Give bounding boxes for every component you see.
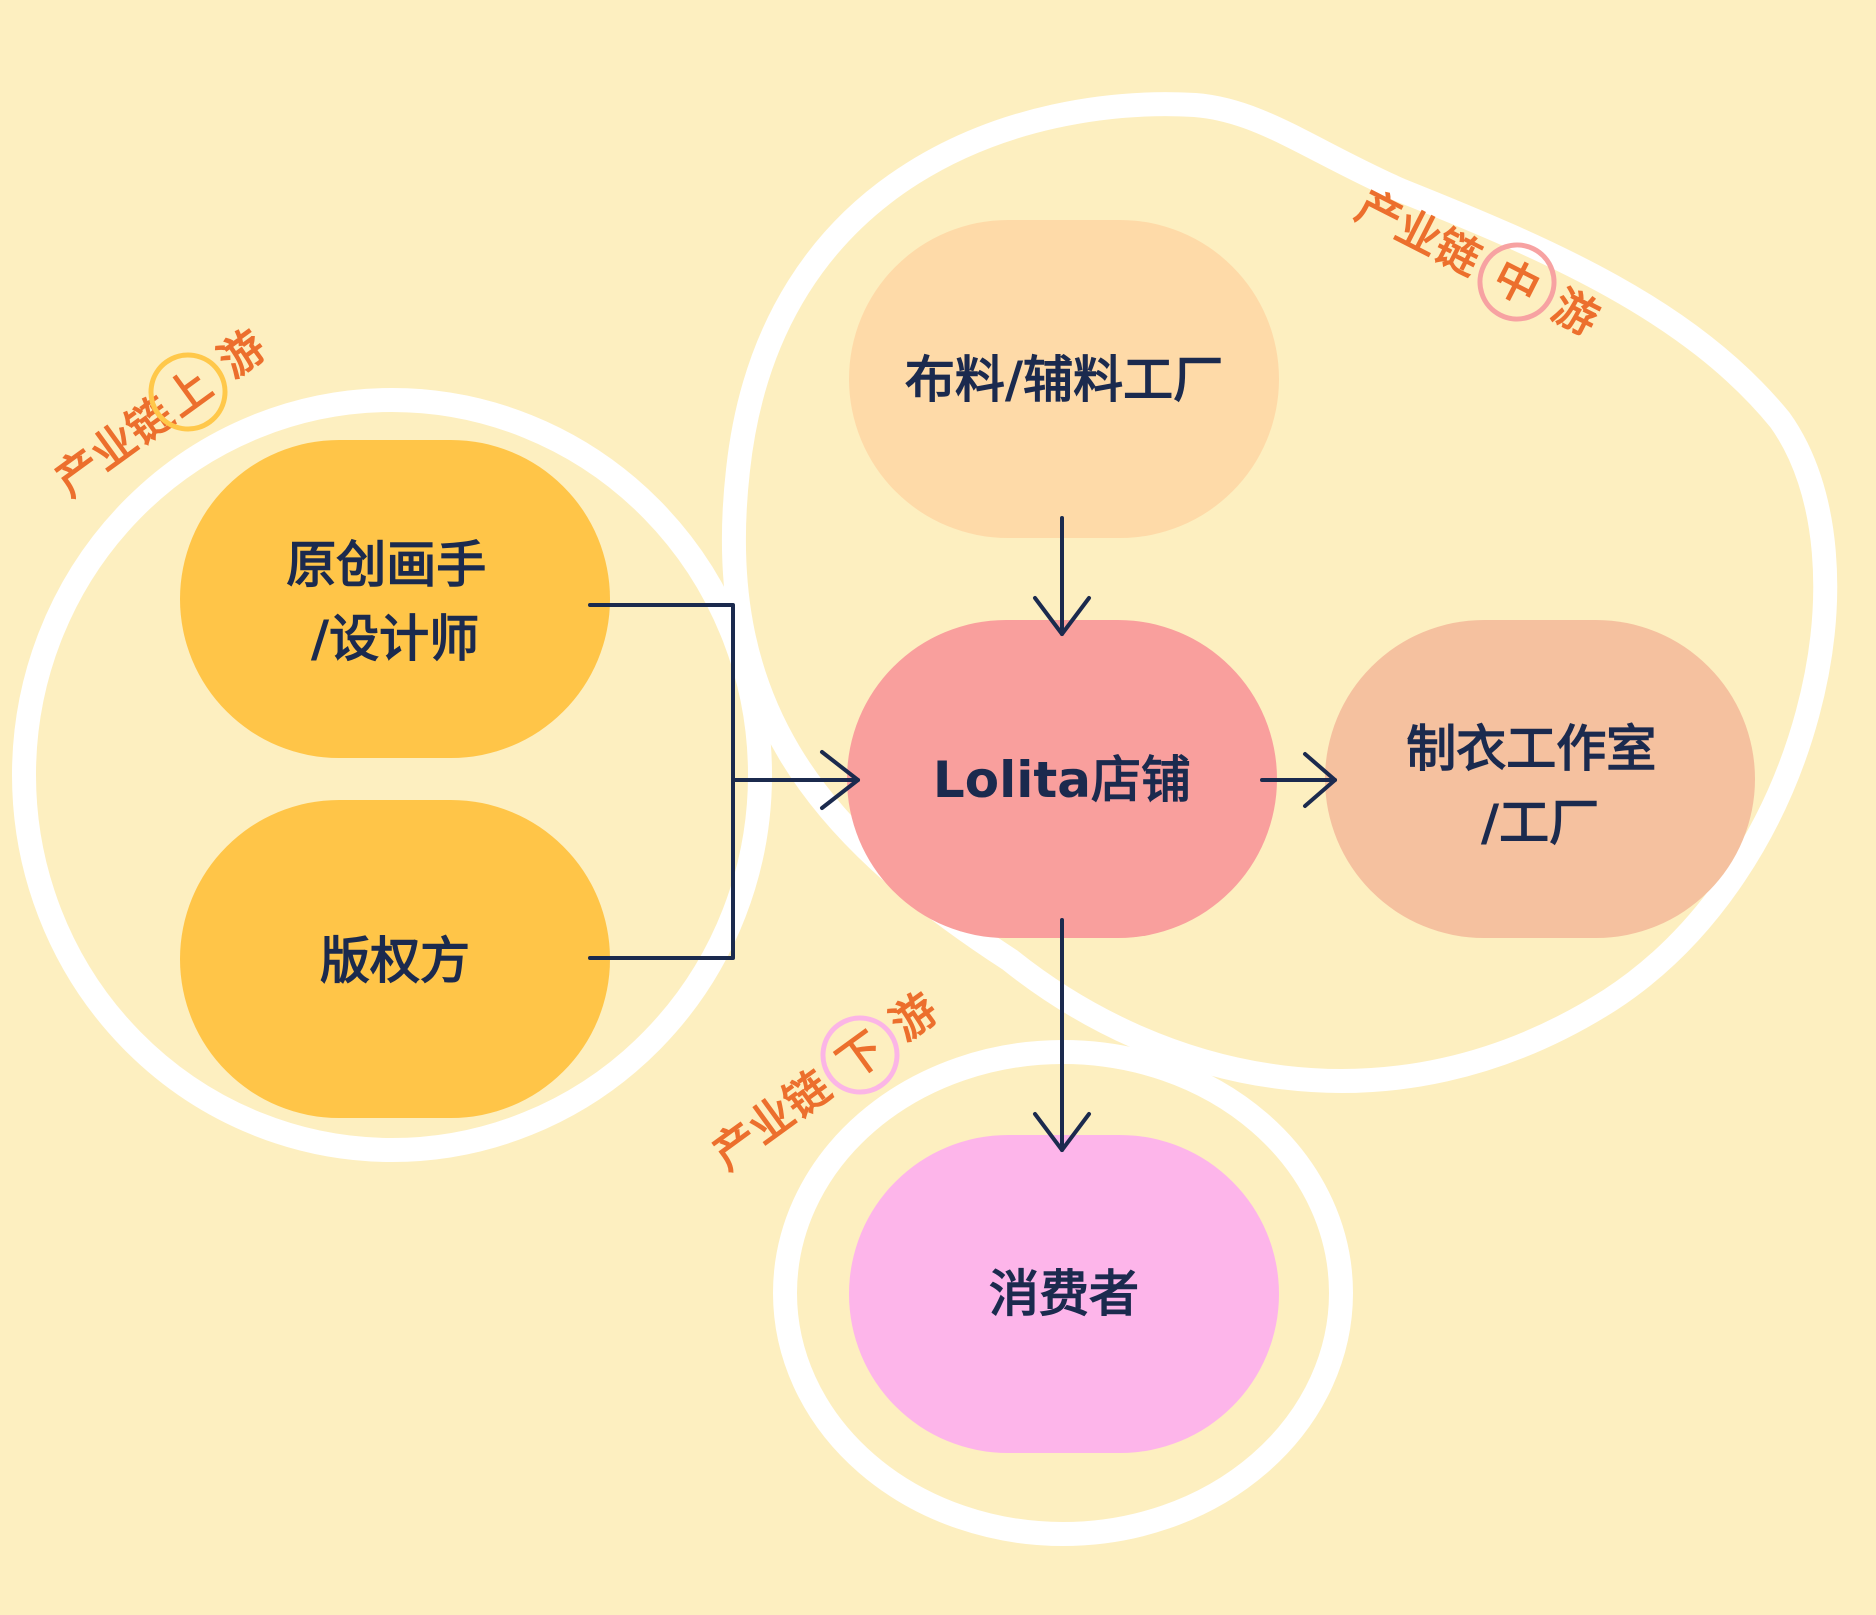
node-labels: 原创画手 /设计师 版权方 布料/辅料工厂 Lolita店铺 制衣工作室 /工厂… (286, 351, 1673, 1323)
downstream-label-mark: 下 (828, 1023, 894, 1090)
connectors (588, 516, 1337, 1152)
connector-upstream-bracket (588, 603, 735, 960)
node-consumer (849, 1135, 1279, 1453)
node-garment-studio (1325, 620, 1755, 938)
midstream-zone-ring (721, 92, 1838, 1093)
node-copyright-owner (180, 800, 610, 1118)
arrowhead-store-to-consumer (1033, 1112, 1091, 1152)
label-fabric-factory: 布料/辅料工厂 (905, 351, 1223, 409)
upstream-mark-ring (148, 352, 228, 432)
node-lolita-store (847, 620, 1277, 938)
arrowhead-fabric-to-store (1033, 596, 1091, 636)
downstream-mark-ring (820, 1015, 900, 1095)
node-fabric-factory (849, 220, 1279, 538)
upstream-zone-ring (12, 388, 772, 1162)
label-original-artist: 原创画手 /设计师 (286, 536, 503, 668)
midstream-mark-ring (1477, 242, 1557, 322)
label-consumer: 消费者 (989, 1265, 1139, 1323)
node-original-artist (180, 440, 610, 758)
label-copyright-owner: 版权方 (320, 932, 470, 990)
label-garment-studio: 制衣工作室 /工厂 (1406, 720, 1673, 852)
arrowhead-store-to-studio (1303, 752, 1337, 808)
downstream-label-suffix: 游 (881, 984, 947, 1051)
upstream-label-suffix: 游 (209, 321, 275, 388)
label-lolita-store: Lolita店铺 (933, 751, 1191, 809)
arrowhead-upstream-to-store (820, 750, 860, 810)
nodes (180, 220, 1755, 1453)
